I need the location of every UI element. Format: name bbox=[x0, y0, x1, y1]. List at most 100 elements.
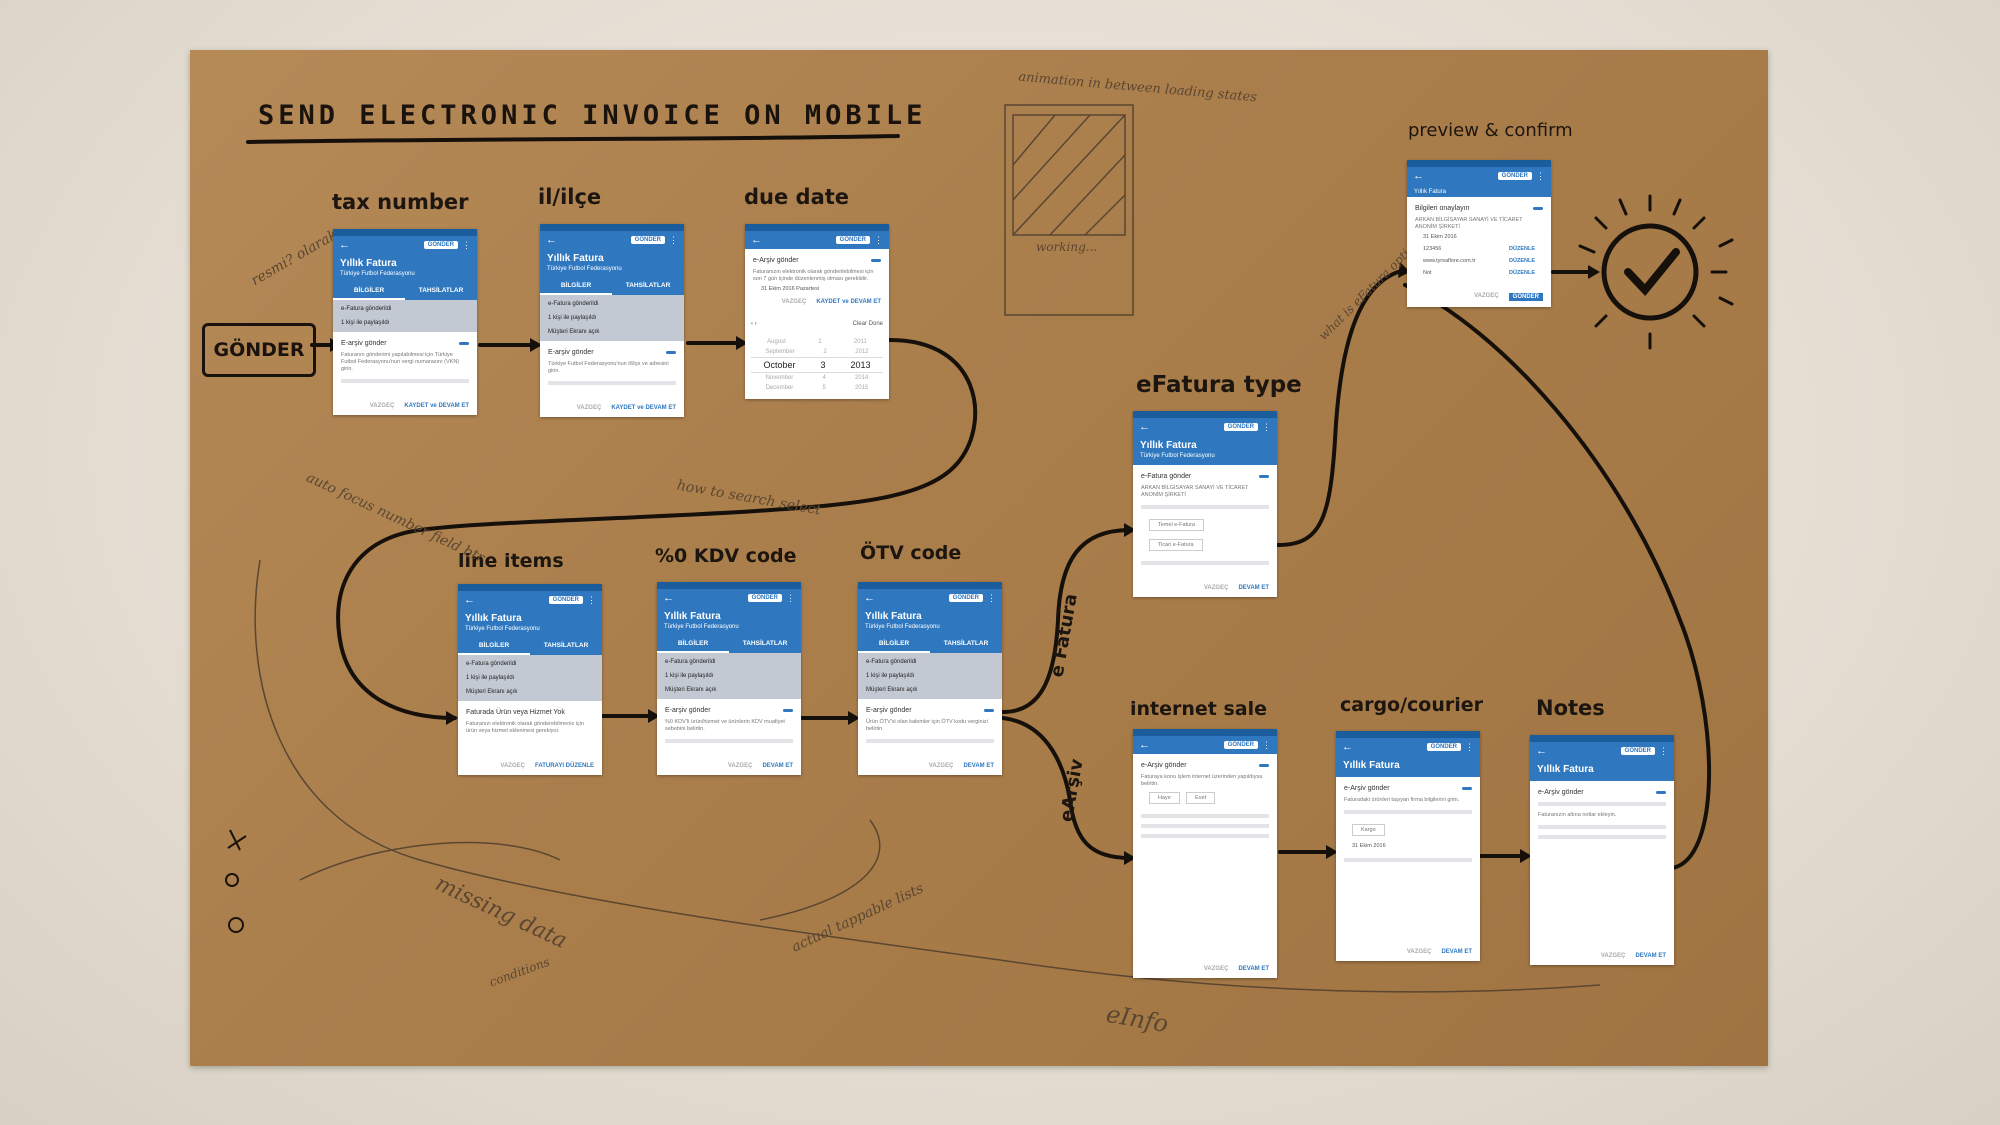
option-yes[interactable]: Evet bbox=[1186, 792, 1216, 804]
continue-button[interactable]: DEVAM ET bbox=[963, 763, 994, 769]
select-field[interactable] bbox=[866, 739, 994, 743]
more-icon[interactable]: ⋮ bbox=[1536, 170, 1545, 181]
more-icon[interactable]: ⋮ bbox=[1465, 741, 1474, 752]
tab-info[interactable]: BİLGİLER bbox=[458, 638, 530, 655]
option-basic[interactable]: Temel e-Fatura bbox=[1149, 519, 1204, 531]
toggle-switch[interactable] bbox=[783, 709, 793, 712]
toggle-switch[interactable] bbox=[1462, 787, 1472, 790]
tab-collections[interactable]: TAHSİLATLAR bbox=[943, 640, 989, 647]
toggle-switch[interactable] bbox=[1259, 764, 1269, 767]
back-arrow-icon[interactable]: ← bbox=[663, 592, 674, 604]
back-arrow-icon[interactable]: ← bbox=[1139, 421, 1150, 433]
date-value[interactable]: 31 Ekim 2016 Pazartesi bbox=[761, 286, 820, 292]
toggle-switch[interactable] bbox=[1259, 475, 1269, 478]
cancel-button[interactable]: VAZGEÇ bbox=[727, 763, 753, 769]
cancel-button[interactable]: VAZGEÇ bbox=[576, 405, 602, 411]
input-field[interactable] bbox=[341, 379, 469, 383]
option-commercial[interactable]: Ticari e-Fatura bbox=[1149, 539, 1203, 551]
cancel-button[interactable]: VAZGEÇ bbox=[1406, 949, 1432, 955]
gonder-button[interactable]: GÖNDER bbox=[948, 594, 983, 602]
save-continue-button[interactable]: KAYDET ve DEVAM ET bbox=[611, 405, 676, 411]
toggle-switch[interactable] bbox=[984, 709, 994, 712]
gonder-button[interactable]: GÖNDER bbox=[747, 594, 782, 602]
cancel-button[interactable]: VAZGEÇ bbox=[928, 763, 954, 769]
edit-link[interactable]: DÜZENLE bbox=[1509, 270, 1535, 276]
cancel-button[interactable]: VAZGEÇ bbox=[1203, 585, 1229, 591]
back-arrow-icon[interactable]: ← bbox=[546, 234, 557, 246]
date-value[interactable]: 31 Ekim 2016 bbox=[1352, 843, 1386, 849]
send-button[interactable]: GÖNDER bbox=[1508, 293, 1543, 301]
tab-collections[interactable]: TAHSİLATLAR bbox=[742, 640, 788, 647]
chevron-left-icon[interactable]: ‹ › bbox=[751, 321, 757, 327]
cancel-button[interactable]: VAZGEÇ bbox=[369, 403, 395, 409]
more-icon[interactable]: ⋮ bbox=[1262, 421, 1271, 432]
toggle-switch[interactable] bbox=[666, 351, 676, 354]
gonder-button[interactable]: GÖNDER bbox=[1223, 741, 1258, 749]
toggle-switch[interactable] bbox=[871, 259, 881, 262]
continue-button[interactable]: DEVAM ET bbox=[1441, 949, 1472, 955]
toggle-switch[interactable] bbox=[459, 342, 469, 345]
save-continue-button[interactable]: KAYDET ve DEVAM ET bbox=[816, 299, 881, 305]
select-field[interactable] bbox=[665, 739, 793, 743]
more-icon[interactable]: ⋮ bbox=[462, 239, 471, 250]
cancel-button[interactable]: VAZGEÇ bbox=[1203, 966, 1229, 972]
tab-collections[interactable]: TAHSİLATLAR bbox=[625, 282, 671, 289]
more-icon[interactable]: ⋮ bbox=[987, 592, 996, 603]
input-field[interactable] bbox=[548, 381, 676, 385]
gonder-button[interactable]: GÖNDER bbox=[1426, 743, 1461, 751]
gonder-button[interactable]: GÖNDER bbox=[423, 241, 458, 249]
more-icon[interactable]: ⋮ bbox=[1659, 745, 1668, 756]
tab-collections[interactable]: TAHSİLATLAR bbox=[543, 642, 589, 649]
cancel-button[interactable]: VAZGEÇ bbox=[500, 763, 525, 769]
back-arrow-icon[interactable]: ← bbox=[339, 239, 350, 251]
clear-button[interactable]: Clear bbox=[852, 321, 867, 327]
screen-il-ilce: ← GÖNDER ⋮ Yıllık Fatura Türkiye Futbol … bbox=[540, 224, 684, 417]
gonder-button[interactable]: GÖNDER bbox=[1223, 423, 1258, 431]
edit-invoice-button[interactable]: FATURAYI DÜZENLE bbox=[534, 763, 594, 769]
edit-link[interactable]: DÜZENLE bbox=[1509, 258, 1535, 264]
back-arrow-icon[interactable]: ← bbox=[1139, 739, 1150, 751]
edit-link[interactable]: DÜZENLE bbox=[1509, 246, 1535, 252]
gonder-button[interactable]: GÖNDER bbox=[630, 236, 665, 244]
tab-info[interactable]: BİLGİLER bbox=[333, 283, 405, 300]
list-item: e-Fatura gönderildi bbox=[665, 659, 716, 665]
save-continue-button[interactable]: KAYDET ve DEVAM ET bbox=[404, 403, 469, 409]
website-value: www.tyrsaflore.com.tr bbox=[1423, 258, 1476, 264]
gonder-button[interactable]: GÖNDER bbox=[1620, 747, 1655, 755]
more-icon[interactable]: ⋮ bbox=[669, 234, 678, 245]
earsiv-card: e-Arşiv gönder Faturadaki ürünleri taşıy… bbox=[1336, 777, 1480, 943]
tab-info[interactable]: BİLGİLER bbox=[540, 278, 612, 295]
more-icon[interactable]: ⋮ bbox=[874, 234, 883, 245]
more-icon[interactable]: ⋮ bbox=[1262, 739, 1271, 750]
back-arrow-icon[interactable]: ← bbox=[1413, 170, 1424, 182]
continue-button[interactable]: DEVAM ET bbox=[762, 763, 793, 769]
card-title: E-arşiv gönder bbox=[665, 707, 711, 714]
cancel-button[interactable]: VAZGEÇ bbox=[781, 299, 807, 305]
toggle-switch[interactable] bbox=[1656, 791, 1666, 794]
gonder-button[interactable]: GÖNDER bbox=[835, 236, 870, 244]
back-arrow-icon[interactable]: ← bbox=[1536, 745, 1547, 757]
notes-input[interactable] bbox=[1538, 825, 1666, 829]
tab-collections[interactable]: TAHSİLATLAR bbox=[418, 287, 464, 294]
back-arrow-icon[interactable]: ← bbox=[864, 592, 875, 604]
back-arrow-icon[interactable]: ← bbox=[1342, 741, 1353, 753]
more-icon[interactable]: ⋮ bbox=[587, 594, 596, 605]
done-button[interactable]: Done bbox=[868, 321, 883, 327]
continue-button[interactable]: DEVAM ET bbox=[1238, 966, 1269, 972]
tab-info[interactable]: BİLGİLER bbox=[858, 636, 930, 653]
tab-info[interactable]: BİLGİLER bbox=[657, 636, 729, 653]
invoice-header: Yıllık Fatura bbox=[1530, 760, 1674, 781]
option-no[interactable]: Hayır bbox=[1149, 792, 1181, 804]
continue-button[interactable]: DEVAM ET bbox=[1238, 585, 1269, 591]
cancel-button[interactable]: VAZGEÇ bbox=[1600, 953, 1626, 959]
cancel-button[interactable]: VAZGEÇ bbox=[1474, 293, 1499, 299]
more-icon[interactable]: ⋮ bbox=[786, 592, 795, 603]
option-cargo[interactable]: Kargo bbox=[1352, 824, 1385, 836]
back-arrow-icon[interactable]: ← bbox=[464, 594, 475, 606]
back-arrow-icon[interactable]: ← bbox=[751, 234, 762, 246]
continue-button[interactable]: DEVAM ET bbox=[1635, 953, 1666, 959]
gonder-button[interactable]: GÖNDER bbox=[1497, 172, 1532, 180]
gonder-button[interactable]: GÖNDER bbox=[548, 596, 583, 604]
invoice-title: Yıllık Fatura bbox=[1537, 764, 1594, 775]
